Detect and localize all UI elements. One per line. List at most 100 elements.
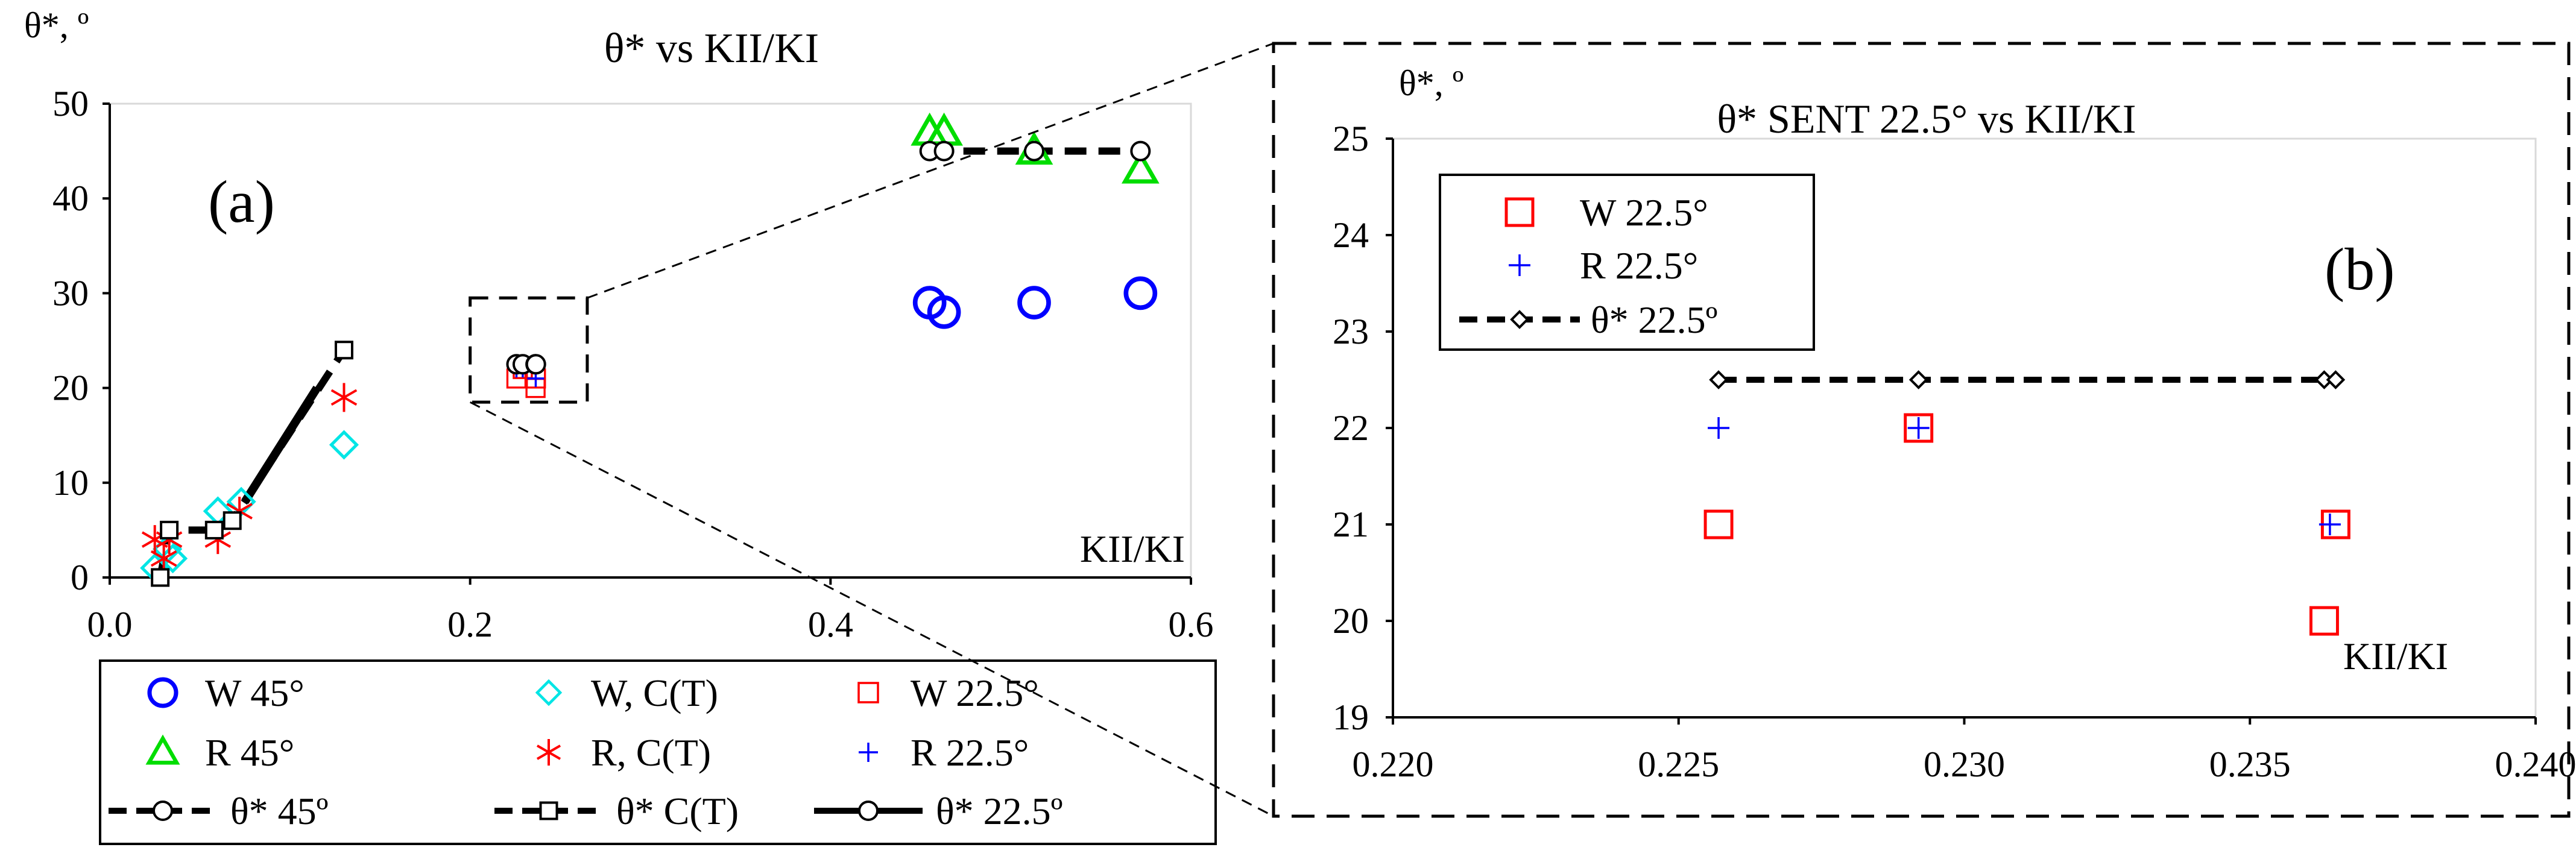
panel-b-y-tick-label: 22: [1333, 408, 1369, 448]
panel-a-legend-label: R 45°: [205, 731, 294, 774]
asterisk-stroke: [330, 389, 358, 406]
panel-a-legend-label: θ* 22.5º: [936, 790, 1063, 832]
panel-a-ct-trend-line: [241, 385, 321, 504]
legend-marker: [1510, 310, 1529, 329]
panel-b-y-tick-label: 23: [1333, 312, 1369, 351]
panel-a-legend-label: R 22.5°: [911, 731, 1029, 774]
asterisk-stroke: [536, 744, 561, 760]
panel-a-data-point: [933, 140, 955, 162]
open-circle-marker-shape: [1024, 140, 1045, 162]
panel-b-y-tick-label: 25: [1333, 119, 1369, 159]
panel-a-x-tick-label: 0.6: [1169, 605, 1214, 644]
panel-a-data-point: [330, 383, 358, 412]
legend-marker: [147, 677, 178, 708]
panel-a-x-label: KII/KI: [1080, 527, 1185, 570]
open-diamond-marker-shape: [1510, 310, 1529, 329]
panel-a-data-point: [1017, 286, 1051, 319]
panel-b-legend-item: R 22.5°: [1509, 244, 1698, 287]
panel-b-panel-label: (b): [2325, 236, 2395, 303]
panel-b-axes: [1386, 137, 2537, 725]
panel-a-legend-item: θ* C(T): [494, 790, 739, 832]
open-circle-marker-shape: [153, 801, 173, 821]
panel-a-legend-frame: [99, 659, 1217, 845]
panel-b-x-tick-label: 0.220: [1353, 744, 1434, 784]
panel-b-data-point: [1708, 417, 1730, 439]
panel-a-data-point: [1024, 140, 1045, 162]
panel-b-data-point: [1904, 413, 1934, 443]
circle-marker-shape: [927, 295, 961, 329]
panel-a-zoom-rectangle: [469, 296, 589, 404]
circle-marker-shape: [1017, 286, 1051, 319]
panel-a-legend-item: W, C(T): [535, 672, 718, 714]
panel-a-legend-item: θ* 45º: [109, 790, 329, 832]
panel-a-data-point: [223, 511, 242, 530]
panel-a-x-tick-label: 0.0: [87, 605, 133, 644]
asterisk-stroke: [204, 531, 232, 548]
zoom-connector-lines: [469, 42, 1274, 817]
panel-b-y-label: θ*, º: [1399, 63, 1463, 103]
square-marker-shape: [1904, 413, 1934, 443]
panel-b-data-points: [1703, 370, 2350, 636]
panel-b-y-tick-label: 21: [1333, 505, 1369, 544]
panel-b-data-point: [1908, 370, 1928, 389]
open-square-marker-shape: [160, 520, 179, 540]
diamond-marker-shape: [535, 679, 563, 706]
panel-a-y-tick-label: 40: [52, 178, 89, 218]
open-diamond-marker-shape: [1908, 370, 1928, 389]
panel-a-axes: [103, 102, 1192, 585]
panel-a-legend-item: R, C(T): [536, 731, 711, 774]
panel-a-legend-item: W 22.5°: [857, 672, 1039, 714]
panel-a-legend-label: θ* 45º: [230, 790, 329, 832]
panel-b-x-tick-label: 0.240: [2495, 744, 2576, 784]
panel-b-frame: [1272, 42, 2571, 818]
panel-a-legend-label: W 22.5°: [911, 672, 1039, 714]
legend-marker: [859, 743, 878, 762]
panel-a-legend-item: R 22.5°: [859, 731, 1029, 774]
panel-a-legend-item: W 45°: [147, 672, 305, 714]
panel-b-legend-item: W 22.5°: [1504, 191, 1708, 234]
open-diamond-marker-shape: [2326, 370, 2346, 389]
panel-b-y-tick-label: 24: [1333, 215, 1369, 255]
panel-a-legend-item: R 45°: [145, 731, 294, 774]
panel-a-series-lines: [156, 147, 1141, 579]
panel-a-data-point: [151, 568, 170, 587]
panel-a-title: θ* vs KII/KI: [604, 25, 819, 72]
panel-b-x-tick-label: 0.225: [1638, 744, 1719, 784]
panel-a-y-tick-label: 20: [52, 368, 89, 408]
legend-marker: [539, 801, 558, 820]
square-marker-shape: [1703, 509, 1734, 540]
legend-marker: [145, 734, 180, 765]
panel-b-data-point: [1709, 370, 1728, 389]
asterisk-stroke: [150, 550, 177, 567]
panel-a-x-tick-label: 0.4: [808, 605, 853, 644]
panel-a-legend-item: θ* 22.5º: [814, 790, 1063, 832]
panel-a-series-line: [156, 348, 347, 579]
square-marker-shape: [1504, 197, 1535, 227]
panel-b-y-tick-label: 20: [1333, 601, 1369, 641]
panel-a-data-point: [927, 295, 961, 329]
panel-a-data-point: [204, 520, 224, 540]
panel-a-legend-label: R, C(T): [591, 731, 711, 774]
panel-a-legend-label: W, C(T): [591, 672, 718, 714]
legend-marker: [536, 739, 561, 766]
panel-b-legend: W 22.5°R 22.5°θ* 22.5º: [1439, 174, 1815, 351]
panel-a-data-point: [1121, 150, 1160, 184]
zoom-connector-bottom: [469, 401, 1274, 817]
panel-b-data-point: [2309, 606, 2339, 636]
open-square-marker-shape: [539, 801, 558, 820]
open-circle-marker-shape: [858, 801, 879, 821]
panel-b-title: θ* SENT 22.5° vs KII/KI: [1717, 96, 2136, 142]
open-square-marker-shape: [204, 520, 224, 540]
open-circle-marker-shape: [1130, 140, 1151, 162]
legend-marker: [1504, 197, 1535, 227]
square-marker-shape: [857, 682, 879, 703]
panel-a-data-point: [1130, 140, 1151, 162]
legend-marker: [535, 679, 563, 706]
diamond-marker-shape: [329, 430, 359, 460]
panel-a-x-tick-label: 0.2: [447, 605, 493, 644]
panel-a-legend: W 45° W, C(T) W 22.5° R 45° R, C(T) R 22.5° θ*…: [99, 659, 1217, 845]
